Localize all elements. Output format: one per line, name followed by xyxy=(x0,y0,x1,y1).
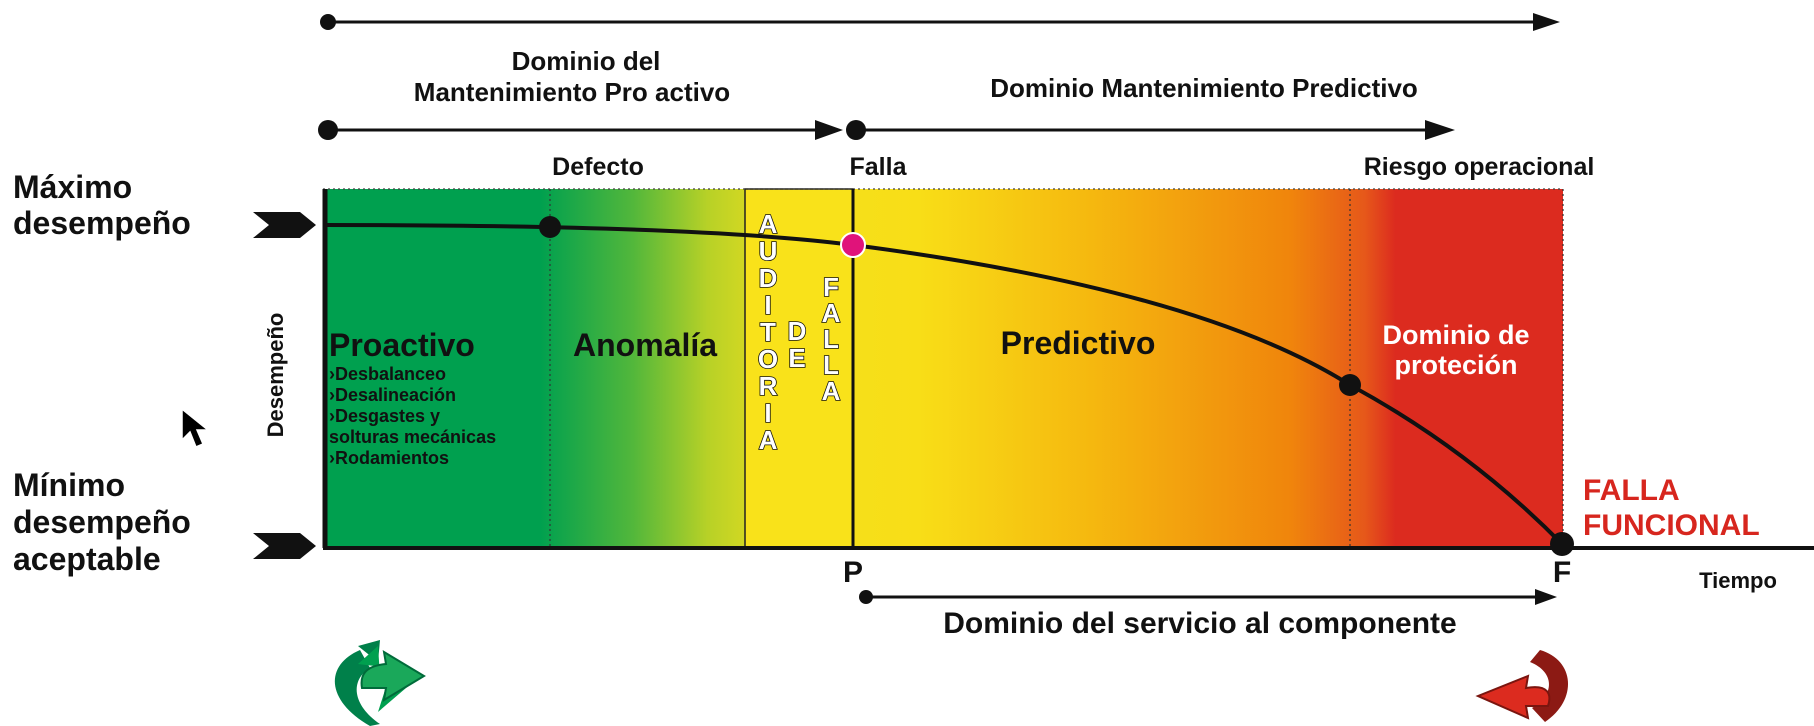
min-performance-line1: Mínimo xyxy=(13,467,125,503)
predictive-domain-title: Dominio Mantenimiento Predictivo xyxy=(990,73,1418,103)
max-performance-line1: Máximo xyxy=(13,169,132,205)
risk-label: Riesgo operacional xyxy=(1364,153,1595,181)
audit-letter: D xyxy=(759,263,778,293)
falla-letter: L xyxy=(823,324,839,354)
falla-letter: F xyxy=(823,272,839,302)
y-axis-label: Desempeño xyxy=(263,313,288,438)
proactive-item: solturas mecánicas xyxy=(329,427,496,447)
de-vertical-text: DE xyxy=(787,315,807,374)
audit-letter: R xyxy=(759,371,778,401)
audit-letter: I xyxy=(764,290,771,320)
functional-failure-line2: FUNCIONAL xyxy=(1583,509,1760,542)
protection-domain-line1: Dominio de xyxy=(1383,320,1530,350)
proactive-item: ›Rodamientos xyxy=(329,448,449,468)
predictive-region-title: Predictivo xyxy=(1001,325,1156,361)
predictive-domain-arrow xyxy=(846,120,1455,140)
red-curved-arrow-icon xyxy=(1475,650,1569,722)
proactive-item: ›Desgastes y xyxy=(329,406,440,426)
audit-letter: T xyxy=(760,317,776,347)
time-axis-label: Tiempo xyxy=(1699,568,1777,593)
proactive-item: ›Desbalanceo xyxy=(329,364,446,384)
proactive-domain-title-line1: Dominio del xyxy=(512,46,661,76)
proactive-domain-title-line2: Mantenimiento Pro activo xyxy=(414,77,730,107)
falla-vertical-text: FALLA xyxy=(821,271,842,407)
falla-letter: L xyxy=(823,350,839,380)
p-axis-label: P xyxy=(843,556,863,589)
protection-domain-line2: proteción xyxy=(1394,350,1517,380)
green-curved-arrow-icon xyxy=(334,640,426,726)
max-performance-line2: desempeño xyxy=(13,205,191,241)
defect-label: Defecto xyxy=(552,153,644,181)
top-long-arrow xyxy=(320,13,1560,31)
falla-letter: A xyxy=(822,376,841,406)
plot-background xyxy=(323,189,1563,548)
functional-failure-point xyxy=(1550,532,1574,556)
min-performance-marker-icon xyxy=(253,533,316,559)
mouse-cursor-icon xyxy=(181,407,211,448)
pf-curve xyxy=(324,223,1565,547)
f-axis-label: F xyxy=(1553,556,1571,589)
audit-letter: O xyxy=(758,344,778,374)
failure-label: Falla xyxy=(850,153,908,181)
defect-point xyxy=(539,216,561,238)
service-domain-label: Dominio del servicio al componente xyxy=(943,607,1456,640)
audit-letter: U xyxy=(759,236,778,266)
max-performance-marker-icon xyxy=(253,212,316,238)
anomaly-region-title: Anomalía xyxy=(573,327,717,363)
failure-point xyxy=(840,232,866,258)
proactive-region-title: Proactivo xyxy=(329,327,475,363)
de-letter: D xyxy=(788,316,807,346)
de-letter: E xyxy=(788,343,805,373)
min-performance-line2: desempeño xyxy=(13,504,191,540)
audit-letter: A xyxy=(759,209,778,239)
proactive-domain-arrow xyxy=(318,120,843,140)
min-performance-line3: aceptable xyxy=(13,541,161,577)
falla-letter: A xyxy=(822,298,841,328)
proactive-item: ›Desalineación xyxy=(329,385,456,405)
service-domain-arrow xyxy=(859,589,1557,605)
proactive-items-list: ›Desbalanceo ›Desalineación ›Desgastes y… xyxy=(329,364,496,468)
audit-band xyxy=(744,188,854,549)
functional-failure-line1: FALLA xyxy=(1583,474,1680,507)
risk-point xyxy=(1339,374,1361,396)
audit-letter: I xyxy=(764,398,771,428)
audit-letter: A xyxy=(759,425,778,455)
